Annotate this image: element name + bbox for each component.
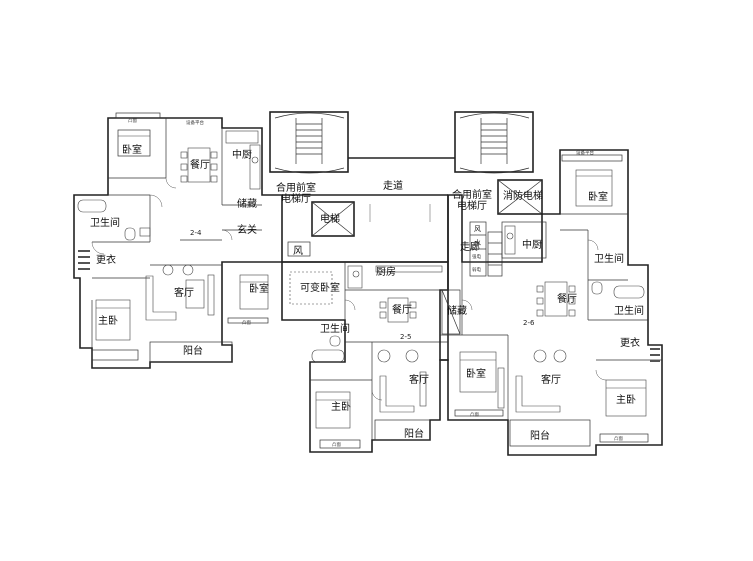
label-l-unit: 2-4 [190, 229, 202, 237]
label-l-balcony: 阳台 [183, 344, 203, 357]
core [269, 111, 543, 277]
label-shaft-power: 强电 [472, 253, 481, 260]
label-r-master: 主卧 [616, 393, 636, 406]
label-shaft-weak: 弱电 [472, 266, 481, 273]
label-r-kitchen: 中厨 [522, 238, 542, 251]
tag-bay-window-l: 凸窗 [128, 117, 137, 124]
unit-2-6 [439, 149, 663, 456]
label-corridor: 走道 [383, 179, 403, 192]
label-m-variable-bed: 可变卧室 [300, 281, 340, 294]
label-r-unit: 2-6 [523, 319, 535, 327]
label-m-living: 客厅 [409, 373, 429, 386]
label-l-kitchen: 中厨 [232, 148, 252, 161]
label-r-living: 客厅 [541, 373, 561, 386]
tag-bay-window-m: 凸窗 [242, 319, 251, 326]
label-wind: 风 [293, 245, 303, 257]
label-shaft-water: 水 [474, 238, 481, 247]
label-l-bath: 卫生间 [90, 216, 120, 229]
label-r-bath: 卫生间 [594, 252, 624, 265]
label-shaft-wind: 风 [474, 225, 481, 233]
label-common-lobby-r2: 电梯厅 [457, 199, 487, 212]
label-m-unit: 2-5 [400, 333, 411, 341]
label-m-bath: 卫生间 [320, 322, 350, 335]
label-m-master: 主卧 [331, 400, 351, 413]
label-m-kitchen: 厨房 [376, 265, 396, 278]
label-hallway: 走廊 [460, 240, 480, 253]
label-elevator: 电梯 [320, 212, 340, 225]
label-r-dining: 餐厅 [557, 292, 577, 305]
label-l-entry: 玄关 [237, 223, 257, 236]
label-r-storage: 储藏 [447, 304, 467, 317]
label-r-balcony: 阳台 [530, 429, 550, 442]
label-l-dress: 更衣 [96, 253, 116, 266]
label-fire-elevator: 消防电梯 [503, 189, 543, 202]
label-l-living: 客厅 [174, 286, 194, 299]
label-l-storage: 储藏 [237, 197, 257, 210]
label-common-lobby-l1: 合用前室 [276, 181, 316, 194]
tag-ac-platform-l: 设备平台 [186, 119, 204, 126]
label-r-bedroom2: 卧室 [466, 367, 486, 380]
label-r-dress: 更衣 [620, 336, 640, 349]
label-r-bedroom: 卧室 [588, 190, 608, 203]
label-l-bedroom2: 卧室 [249, 282, 269, 295]
label-l-master: 主卧 [98, 314, 118, 327]
label-m-balcony: 阳台 [404, 427, 424, 440]
unit-2-4 [73, 112, 283, 369]
tag-ac-platform-r: 设备平台 [576, 149, 594, 156]
tag-bay-window-r: 凸窗 [470, 411, 479, 418]
label-common-lobby-r1: 合用前室 [452, 188, 492, 201]
tag-bay-window-rr: 凸窗 [614, 435, 623, 442]
tag-bay-window-b: 凸窗 [332, 441, 341, 448]
label-r-bath2: 卫生间 [614, 304, 644, 317]
label-m-dining: 餐厅 [392, 303, 412, 316]
label-common-lobby-l2: 电梯厅 [281, 192, 311, 205]
label-l-dining: 餐厅 [190, 158, 210, 171]
room-labels: 卧室 餐厅 中厨 储藏 玄关 卫生间 更衣 客厅 主卧 卧室 阳台 2-4 合用… [90, 117, 644, 448]
label-l-bedroom: 卧室 [122, 143, 142, 156]
